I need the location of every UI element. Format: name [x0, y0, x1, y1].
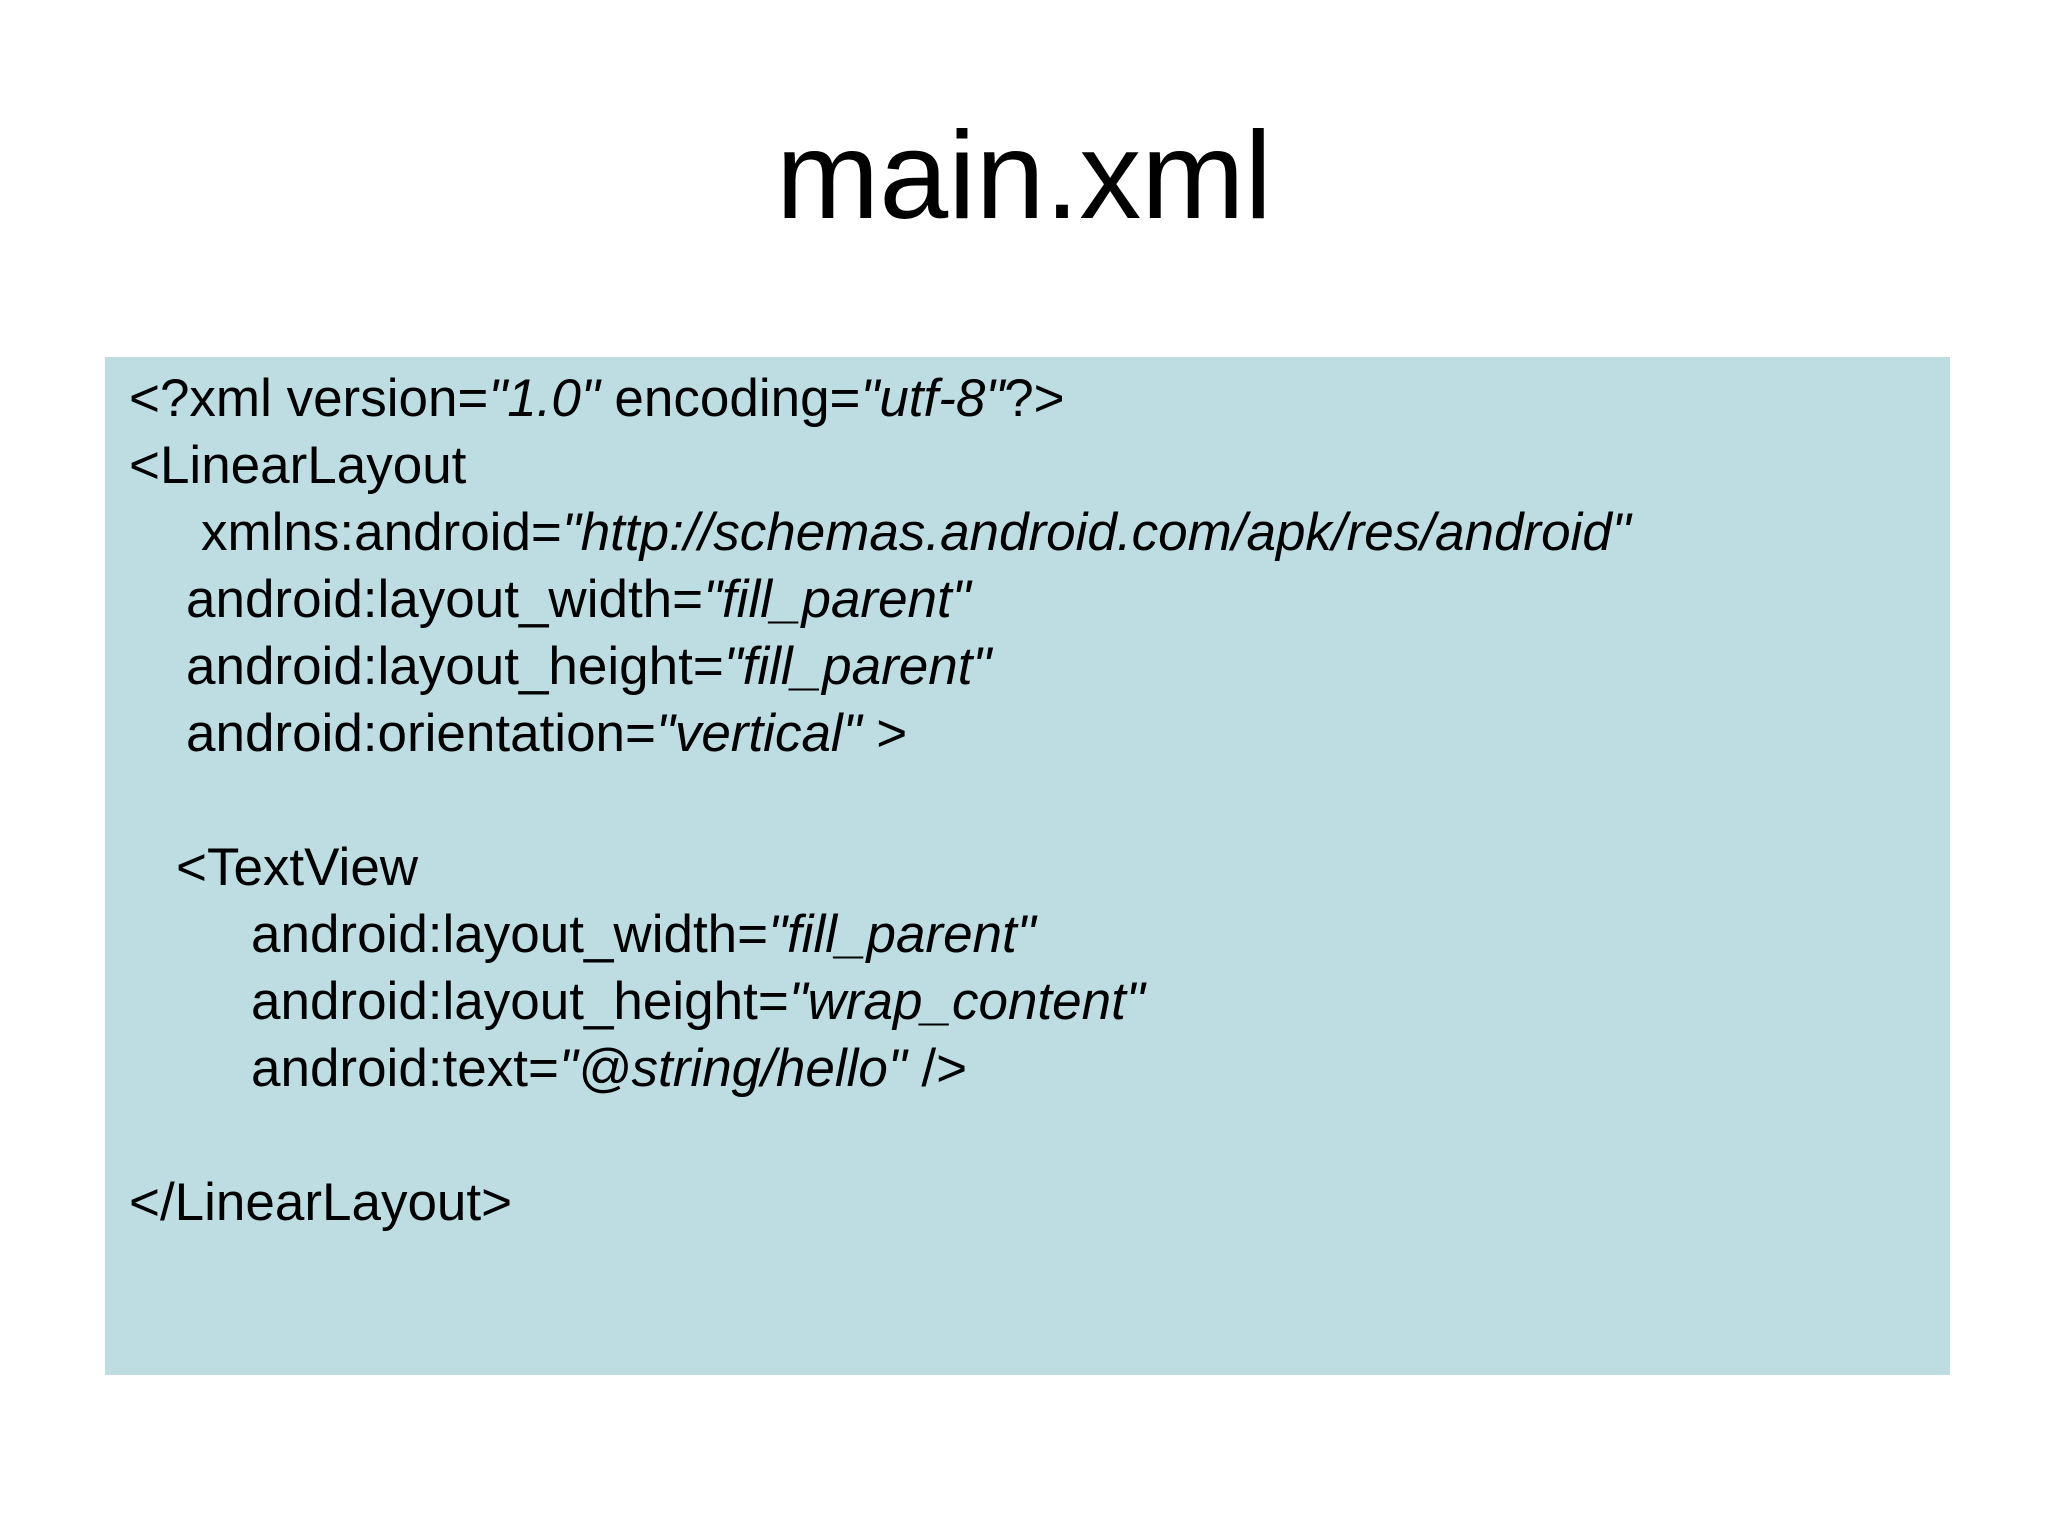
code-text: android:orientation=	[186, 704, 656, 763]
code-line	[129, 767, 1940, 834]
code-attr-value: "utf-8"	[860, 369, 1005, 428]
code-attr-value: "1.0"	[488, 369, 600, 428]
code-attr-value: "vertical"	[656, 704, 862, 763]
slide-title: main.xml	[775, 107, 1273, 245]
code-line: android:orientation="vertical" >	[129, 700, 1940, 767]
code-attr-value: "fill_parent"	[768, 905, 1036, 964]
code-attr-value: "fill_parent"	[703, 570, 971, 629]
code-line: android:layout_width="fill_parent"	[129, 901, 1940, 968]
code-line: </LinearLayout>	[129, 1169, 1940, 1236]
code-line: android:layout_height="fill_parent"	[129, 633, 1940, 700]
code-line: android:text="@string/hello" />	[129, 1035, 1940, 1102]
code-text: <LinearLayout	[129, 436, 467, 495]
code-text: android:layout_height=	[186, 637, 724, 696]
code-text: </LinearLayout>	[129, 1173, 513, 1232]
code-attr-value: "http://schemas.android.com/apk/res/andr…	[561, 503, 1631, 562]
code-panel: <?xml version="1.0" encoding="utf-8"?><L…	[105, 357, 1950, 1375]
code-text: android:layout_height=	[251, 972, 789, 1031]
code-text: android:layout_width=	[186, 570, 704, 629]
code-line: <TextView	[129, 834, 1940, 901]
code-line: <?xml version="1.0" encoding="utf-8"?>	[129, 365, 1940, 432]
code-block: <?xml version="1.0" encoding="utf-8"?><L…	[129, 365, 1940, 1236]
code-text: />	[906, 1039, 968, 1098]
code-line: <LinearLayout	[129, 432, 1940, 499]
code-text: android:layout_width=	[251, 905, 769, 964]
code-line: xmlns:android="http://schemas.android.co…	[129, 499, 1940, 566]
code-line: android:layout_width="fill_parent"	[129, 566, 1940, 633]
code-text: <?xml version=	[129, 369, 489, 428]
code-text: android:text=	[251, 1039, 559, 1098]
code-attr-value: "fill_parent"	[723, 637, 992, 696]
code-line: android:layout_height="wrap_content"	[129, 968, 1940, 1035]
code-text: xmlns:android=	[201, 503, 562, 562]
code-text: >	[861, 704, 908, 763]
code-text: <TextView	[176, 838, 419, 897]
code-text: encoding=	[599, 369, 861, 428]
code-line	[129, 1102, 1940, 1169]
code-attr-value: "@string/hello"	[558, 1039, 907, 1098]
code-text: ?>	[1004, 369, 1065, 428]
code-attr-value: "wrap_content"	[788, 972, 1145, 1031]
